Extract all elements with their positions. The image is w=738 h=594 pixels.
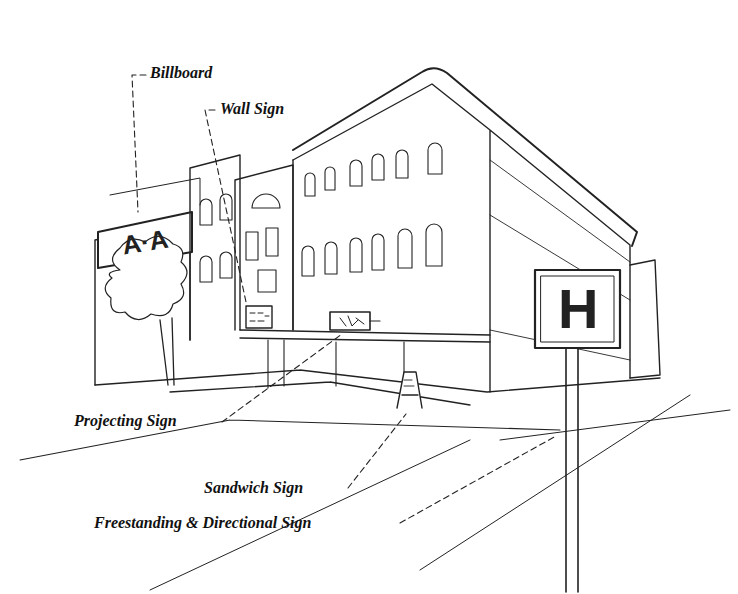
sign-type-label: Billboard [150,64,212,82]
sign-type-label: Sandwich Sign [204,479,303,497]
sign-type-label: Wall Sign [220,100,284,118]
billboard-text: A·A [120,226,170,259]
sign-type-label: Freestanding & Directional Sign [94,514,311,532]
sign-type-label: Projecting Sign [74,412,177,430]
sign-letter: H [558,281,598,337]
